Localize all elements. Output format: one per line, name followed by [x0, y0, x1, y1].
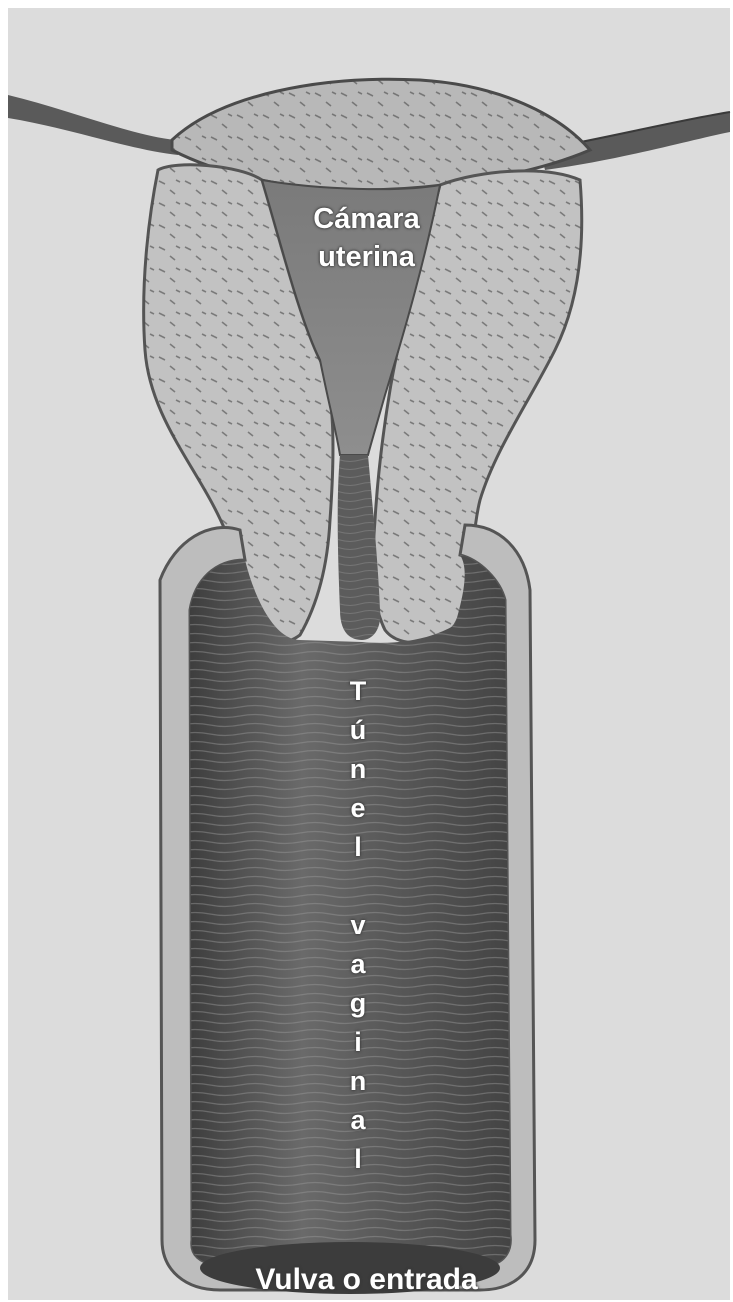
vaginal-tunnel-letter: g: [340, 988, 376, 1018]
vaginal-tunnel-letter: a: [340, 1105, 376, 1135]
vaginal-tunnel-letter: T: [340, 676, 376, 706]
vaginal-tunnel-letter: l: [340, 832, 376, 862]
vaginal-tunnel-letter: n: [340, 1066, 376, 1096]
vulva-label: Vulva o entrada: [0, 1262, 733, 1298]
vaginal-tunnel-letter: e: [340, 793, 376, 823]
vaginal-tunnel-letter: v: [340, 910, 376, 940]
vaginal-tunnel-letter: ú: [340, 715, 376, 745]
vaginal-tunnel-letter: i: [340, 1027, 376, 1057]
vaginal-tunnel-letter: n: [340, 754, 376, 784]
vaginal-tunnel-letter: a: [340, 949, 376, 979]
vaginal-tunnel-letter: l: [340, 1144, 376, 1174]
uterine-chamber-label-line1: Cámara: [0, 200, 733, 238]
uterine-chamber-label: Cámara uterina: [0, 200, 733, 276]
uterine-chamber-label-line2: uterina: [0, 238, 733, 276]
